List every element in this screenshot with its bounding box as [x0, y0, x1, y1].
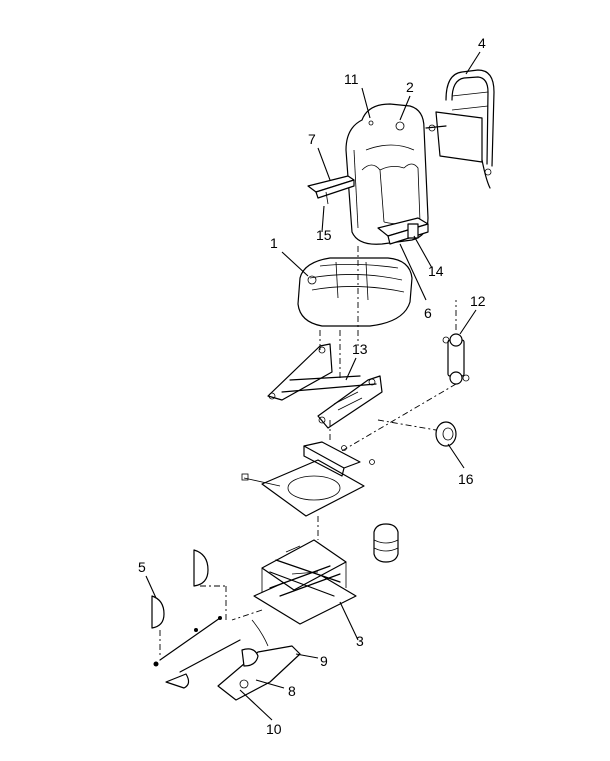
callout-14: 14: [428, 263, 444, 279]
callout-labels: 1 2 3 4 5 6 7 8 9 10 11 12 13 14 15 16: [138, 35, 486, 737]
callout-16: 16: [458, 471, 474, 487]
armrest-right: [377, 217, 429, 245]
callout-5: 5: [138, 559, 146, 575]
control-lever-assembly: [153, 616, 301, 701]
callout-12: 12: [470, 293, 486, 309]
callout-15: 15: [316, 227, 332, 243]
armrest-left: [307, 175, 355, 205]
side-shield-5: [151, 549, 209, 629]
leader-lines: [145, 51, 481, 721]
knob-16: [435, 421, 457, 447]
callout-2: 2: [406, 79, 414, 95]
armrest-bracket-4: [425, 69, 495, 189]
callout-7: 7: [308, 131, 316, 147]
callout-3: 3: [356, 633, 364, 649]
callout-11: 11: [344, 71, 359, 87]
air-spring: [373, 523, 399, 563]
seat-cushion: [297, 257, 413, 327]
callout-8: 8: [288, 683, 296, 699]
callout-1: 1: [270, 235, 278, 251]
suspension-base: [253, 539, 357, 625]
callout-10: 10: [266, 721, 282, 737]
shock-absorber-12: [442, 333, 470, 385]
callout-13: 13: [352, 341, 368, 357]
callout-9: 9: [320, 653, 328, 669]
swivel-plate: [241, 441, 375, 517]
callout-6: 6: [424, 305, 432, 321]
seat-frame-13: [267, 343, 383, 429]
exploded-view-lines: [159, 246, 457, 656]
callout-4: 4: [478, 35, 486, 51]
headrest-knob-2: [395, 121, 405, 131]
